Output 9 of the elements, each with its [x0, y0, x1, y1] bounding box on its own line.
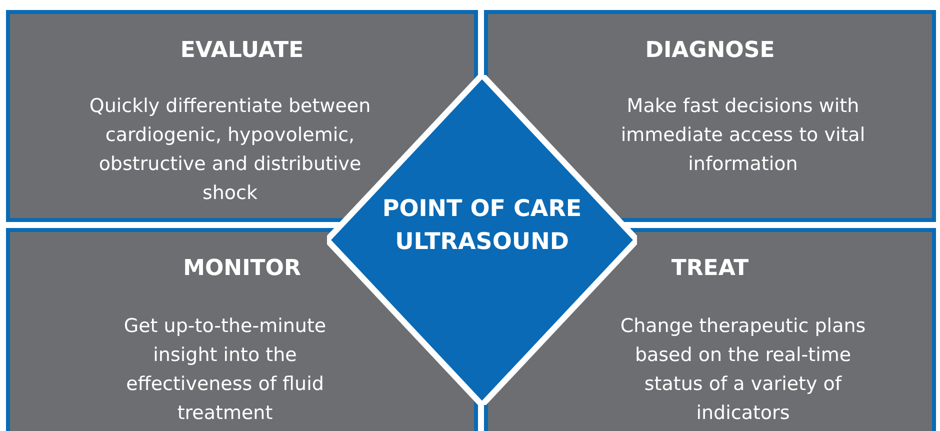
panel-description: Get up-to-the-minute insight into the effectiveness of fluid treatment [122, 314, 328, 426]
panel-heading: MONITOR [182, 256, 302, 281]
panel-description: Quickly differentiate between cardiogenic, hypovolemic, obstructive and distributive shock [88, 94, 372, 206]
panel-heading: EVALUATE [179, 38, 305, 63]
panel-heading: TREAT [670, 256, 750, 281]
diamond-label: POINT OF CARE ULTRASOUND [382, 195, 582, 257]
panel-description: Make fast decisions with immediate access to vital information [620, 94, 866, 177]
panel-description: Change therapeutic plans based on the real-time status of a variety of indicators [619, 314, 867, 426]
panel-heading: DIAGNOSE [644, 38, 776, 63]
